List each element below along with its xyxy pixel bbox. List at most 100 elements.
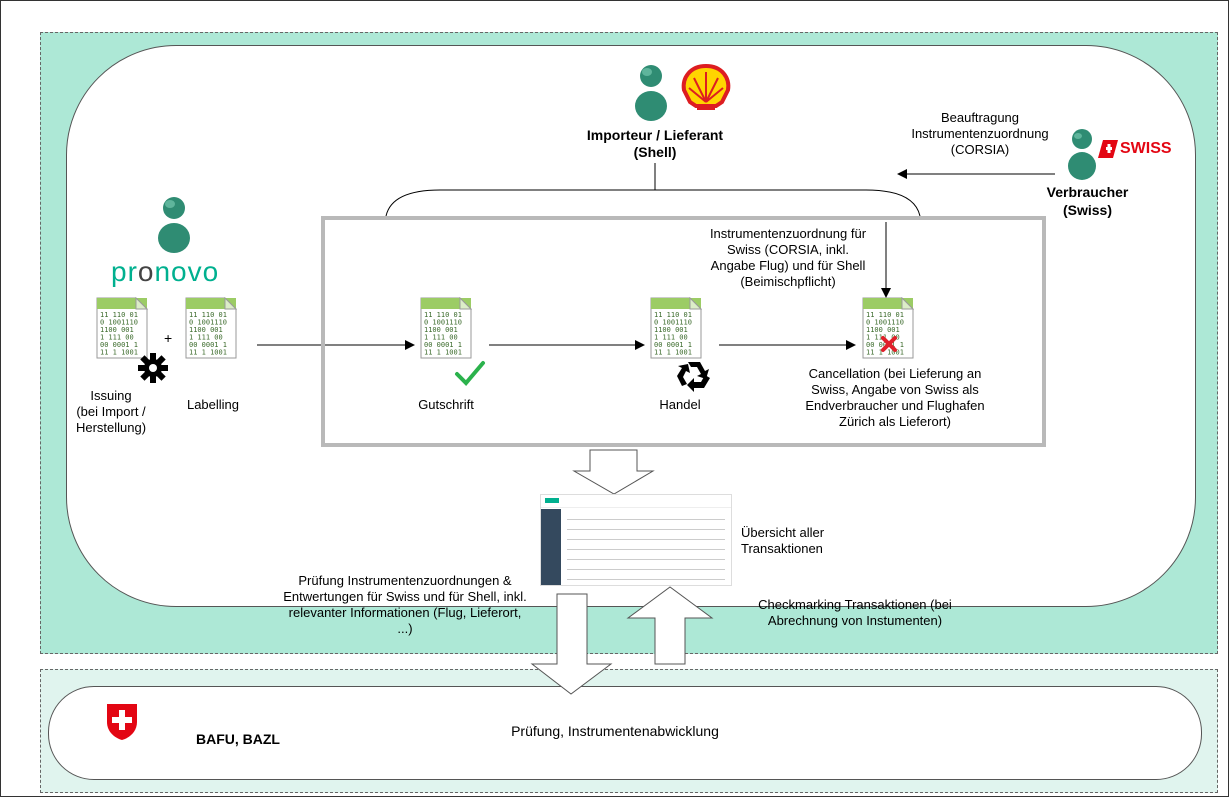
pruefung-line: Prüfung Instrumentenzuordnungen & — [298, 573, 512, 588]
swiss-flag-icon — [1098, 140, 1118, 158]
zuordnung-line: Instrumentenzuordnung für — [709, 226, 867, 241]
binary-code-line: 1100 001 — [189, 326, 223, 334]
screenshot-row — [567, 539, 725, 540]
binary-code-line: 11 1 1001 — [866, 349, 904, 357]
binary-code-line: 00 0001 1 — [100, 341, 138, 349]
pruefung-line: Entwertungen für Swiss und für Shell, in… — [283, 589, 527, 604]
binary-code-line: 1 111 00 — [424, 334, 458, 342]
handel-label: Handel — [659, 397, 701, 412]
check-icon — [455, 361, 485, 386]
screenshot-row — [567, 579, 725, 580]
swiss-logo-text: SWISS — [1120, 140, 1172, 157]
screenshot-row — [567, 529, 725, 530]
pruefung-label: Prüfung Instrumentenzuordnungen & Entwer… — [270, 573, 540, 637]
shell-logo-icon — [681, 64, 731, 110]
binary-code-line: 0 1001110 — [424, 319, 462, 327]
beauftragung-line: Beauftragung — [940, 110, 1020, 125]
person-icon-pronovo — [158, 197, 190, 253]
pronovo-logo-part: novo — [154, 256, 220, 287]
authority-task: Prüfung, Instrumentenabwicklung — [511, 723, 719, 739]
binary-code-line: 1 111 00 — [189, 334, 223, 342]
issuing-label: Issuing (bei Import / Herstellung) — [66, 388, 156, 436]
binary-code-line: 1 111 00 — [654, 334, 688, 342]
binary-code-line: 00 0001 1 — [424, 341, 462, 349]
screenshot-row — [567, 549, 725, 550]
screenshot-sidebar — [541, 509, 561, 585]
beauftragung-line: Instrumentenzuordnung — [911, 126, 1049, 141]
consumer-subtitle: (Swiss) — [1062, 202, 1112, 218]
uebersicht-line: Transaktionen — [741, 541, 823, 556]
checkmarking-line: Checkmarking Transaktionen (bei — [758, 597, 952, 612]
binary-code-line: 00 0001 1 — [189, 341, 227, 349]
binary-code-line: 1100 001 — [866, 326, 900, 334]
person-icon-consumer — [1068, 129, 1096, 180]
cancellation-line: Endverbraucher und Flughafen — [805, 398, 985, 413]
cancellation-line: Cancellation (bei Lieferung an — [808, 366, 982, 381]
swiss-logo: SWISS — [1098, 139, 1172, 159]
zuordnung-line: Angabe Flug) und für Shell — [710, 258, 866, 273]
binary-code-line: 11 110 01 — [189, 311, 227, 319]
cancel-x-icon — [881, 336, 897, 352]
importer-title: Importeur / Lieferant — [586, 127, 724, 143]
binary-code-line: 00 0001 1 — [866, 341, 904, 349]
zuordnung-line: (Beimischpflicht) — [740, 274, 836, 289]
pronovo-logo-part: o — [137, 256, 155, 287]
uebersicht-line: Übersicht aller — [741, 525, 825, 540]
person-icon-importer — [635, 65, 667, 121]
authority-area — [48, 686, 1202, 780]
binary-code-line: 1100 001 — [424, 326, 458, 334]
beauftragung-line: (CORSIA) — [950, 142, 1010, 157]
binary-code-line: 11 110 01 — [654, 311, 692, 319]
registry-process-box — [321, 216, 1046, 447]
binary-code-line: 1100 001 — [654, 326, 688, 334]
gutschrift-label: Gutschrift — [418, 397, 474, 412]
binary-code-line: 11 1 1001 — [654, 349, 692, 357]
recycle-icon — [677, 362, 710, 392]
issuing-line: (bei Import / — [76, 404, 146, 419]
binary-code-line: 11 110 01 — [100, 311, 138, 319]
binary-code-line: 11 110 01 — [866, 311, 904, 319]
binary-code-line: 11 1 1001 — [189, 349, 227, 357]
checkmarking-label: Checkmarking Transaktionen (bei Abrechnu… — [740, 597, 970, 629]
pruefung-line: ...) — [397, 621, 413, 636]
labelling-label: Labelling — [186, 397, 240, 412]
checkmarking-line: Abrechnung von Instumenten) — [767, 613, 943, 628]
issuing-line: Issuing — [90, 388, 132, 403]
plus-sign: + — [164, 330, 173, 346]
cancellation-line: Zürich als Lieferort) — [839, 414, 951, 429]
gear-icon — [138, 353, 168, 383]
binary-code-line: 1100 001 — [100, 326, 134, 334]
binary-code-line: 0 1001110 — [189, 319, 227, 327]
binary-code-line: 11 1 1001 — [100, 349, 138, 357]
zuordnung-label: Instrumentenzuordnung für Swiss (CORSIA,… — [688, 226, 888, 290]
authority-name: BAFU, BAZL — [196, 731, 280, 747]
pronovo-logo-part: pr — [111, 256, 138, 287]
binary-code-line: 0 1001110 — [100, 319, 138, 327]
binary-code-line: 11 1 1001 — [424, 349, 462, 357]
cancellation-label: Cancellation (bei Lieferung an Swiss, An… — [775, 366, 1015, 430]
binary-code-line: 00 0001 1 — [654, 341, 692, 349]
binary-code-line: 1 111 00 — [100, 334, 134, 342]
beauftragung-label: Beauftragung Instrumentenzuordnung (CORS… — [910, 110, 1050, 158]
registry-screenshot — [540, 494, 732, 586]
binary-code-line: 11 110 01 — [424, 311, 462, 319]
consumer-title: Verbraucher — [1046, 184, 1129, 200]
swiss-coat-of-arms-icon — [107, 704, 137, 740]
binary-code-line: 0 1001110 — [866, 319, 904, 327]
binary-code-line: 0 1001110 — [654, 319, 692, 327]
screenshot-header — [541, 495, 731, 508]
screenshot-row — [567, 559, 725, 560]
pruefung-line: relevanter Informationen (Flug, Lieferor… — [288, 605, 522, 620]
zuordnung-line: Swiss (CORSIA, inkl. — [726, 242, 850, 257]
